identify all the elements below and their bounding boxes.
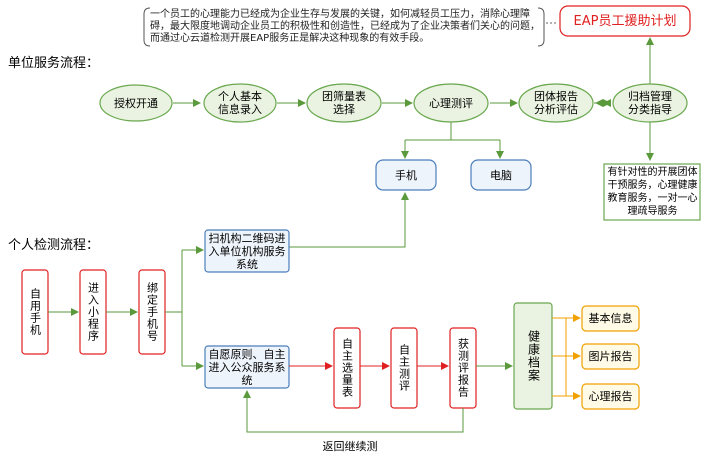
output-psych-report: 心理报告 <box>588 390 633 403</box>
device-phone: 手机 <box>395 168 417 182</box>
output-boxes <box>581 305 640 410</box>
loop-back-arrow <box>243 390 464 433</box>
unit-step-assessment: 心理测评 <box>429 96 473 110</box>
branch-boxes <box>204 229 290 389</box>
device-computer: 电脑 <box>490 168 512 182</box>
self-step-select-scale: 自主选量表 <box>340 338 354 398</box>
eap-title-box <box>559 5 691 37</box>
self-step-get-report: 获测评报告 <box>456 338 470 398</box>
unit-flow-nodes <box>99 83 688 123</box>
loop-label: 返回继续测 <box>322 439 378 453</box>
device-boxes <box>375 159 532 191</box>
output-arrows <box>552 314 581 400</box>
intro-note: 一个员工的心理能力已经成为企业生存与发展的关键，如何减轻员工压力，消除心理障碍，… <box>150 9 540 44</box>
unit-step-report-analysis: 团体报告分析评估 <box>534 90 578 116</box>
unit-step-archive-guide: 归档管理分类指导 <box>628 90 672 116</box>
unit-step-info-entry: 个人基本信息录入 <box>218 90 262 116</box>
self-step-assess: 自主测评 <box>397 344 411 392</box>
personal-step-phone: 自用手机 <box>28 288 42 336</box>
unit-step-scale-select: 团筛量表选择 <box>322 90 366 116</box>
personal-step-miniprogram: 进入小程序 <box>86 282 100 342</box>
unit-step-authorize: 授权开通 <box>114 96 158 110</box>
personal-step-arrows <box>48 192 409 370</box>
eap-title: EAP员工援助计划 <box>573 13 677 29</box>
health-archive: 健康档案 <box>526 330 541 382</box>
output-image-report: 图片报告 <box>588 350 633 363</box>
intro-note-bracket <box>143 7 545 47</box>
service-note-box <box>603 163 701 221</box>
unit-flow-arrows <box>173 37 654 161</box>
personal-step-bind-phone: 绑定手机号 <box>145 282 159 342</box>
branch-self-service: 自愿原则、自主进入公众服务系统 <box>208 347 286 387</box>
personal-flow-heading: 个人检测流程： <box>8 238 100 253</box>
service-note: 有针对性的开展团体干预服务，心理健康教育服务，一对一心理疏导服务 <box>607 167 698 217</box>
branch-scan-qr: 扫机构二维码进入单位机构服务系统 <box>208 231 286 271</box>
unit-flow-heading: 单位服务流程： <box>8 56 100 71</box>
self-step-boxes <box>333 327 477 409</box>
output-basic-info: 基本信息 <box>588 312 633 325</box>
